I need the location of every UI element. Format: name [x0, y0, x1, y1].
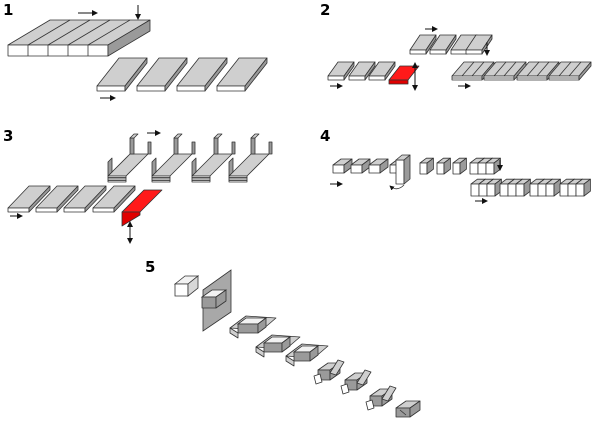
step-2-small-panels	[327, 61, 396, 81]
step-3-tray	[107, 133, 152, 183]
step-1-strip	[176, 57, 228, 92]
step-5-finished-block	[395, 400, 421, 418]
step-4-group	[330, 154, 591, 204]
step-3-tray	[151, 133, 196, 183]
step-2-label: 2	[320, 1, 330, 19]
step-5-tuck-stage	[340, 369, 372, 395]
step-4-block-group	[469, 157, 501, 175]
step-5-wrap-stage	[285, 343, 329, 367]
step-1-strip	[216, 57, 268, 92]
step-1-strips	[96, 57, 268, 92]
step-1-sheet	[7, 19, 151, 57]
step-4-stack	[529, 178, 561, 197]
step-2-stack	[548, 61, 592, 81]
step-2-panel	[327, 61, 355, 81]
step-4-stack	[499, 178, 531, 197]
step-4-block	[368, 158, 389, 174]
step-4-block	[452, 157, 467, 175]
step-2-stack	[516, 61, 560, 81]
step-3-tray	[228, 133, 273, 183]
step-3-tray	[191, 133, 236, 183]
step-2-group	[327, 26, 592, 91]
step-5-group	[173, 269, 421, 418]
step-1-label: 1	[3, 1, 13, 19]
step-5-label: 5	[145, 258, 155, 276]
step-5-tuck-stage	[365, 385, 397, 411]
step-3-label: 3	[3, 127, 13, 145]
step-2-lower-stack	[451, 61, 592, 81]
step-2-upper-stack	[409, 34, 493, 55]
step-4-block	[419, 157, 434, 175]
step-1-strip	[136, 57, 188, 92]
step-4-block-row	[332, 154, 501, 185]
step-4-block	[436, 157, 451, 175]
step-3-panel	[7, 185, 51, 213]
step-3-panel	[92, 185, 136, 213]
step-4-block	[332, 158, 353, 174]
step-4-rotating-block	[389, 154, 411, 185]
step-2-panel	[348, 61, 376, 81]
step-1-strip	[96, 57, 148, 92]
step-4-block-stacks	[470, 178, 591, 197]
step-5-wrapping-sequence	[229, 315, 421, 418]
step-4-label: 4	[320, 127, 330, 145]
step-3-panels	[7, 185, 136, 213]
step-3-panel	[35, 185, 79, 213]
step-3-panel	[63, 185, 107, 213]
step-1-group	[7, 5, 268, 101]
step-4-stack	[470, 178, 502, 197]
rotate-arrow-icon	[389, 184, 405, 191]
step-2-red-panel	[388, 65, 420, 85]
step-2-panel	[368, 61, 396, 81]
step-5-wrap-stage	[255, 334, 301, 358]
step-3-folded-trays	[107, 133, 273, 183]
step-5-block-on-plate	[200, 289, 228, 309]
step-3-red-panel	[121, 189, 163, 227]
step-5-white-block	[173, 275, 200, 297]
step-4-stack	[559, 178, 591, 197]
step-4-block	[350, 158, 371, 174]
step-5-wrap-stage	[229, 315, 277, 339]
step-3-group	[7, 130, 273, 244]
step-2-panel	[429, 34, 457, 55]
step-5-tuck-stage	[313, 359, 345, 385]
step-2-panel	[409, 34, 437, 55]
